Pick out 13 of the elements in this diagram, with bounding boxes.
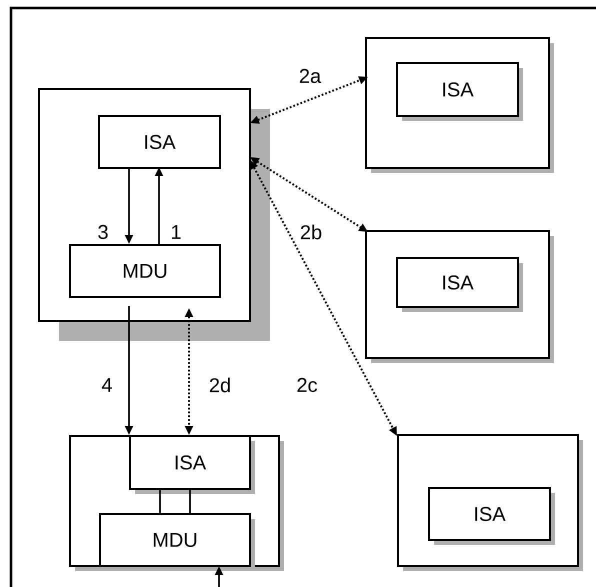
process-box: ISA [98, 115, 221, 169]
edge-label: 1 [169, 224, 183, 240]
process-box: ISA [396, 257, 523, 312]
edge-label: 2a [298, 68, 322, 84]
edge-label: 4 [100, 377, 114, 393]
edge-label: 2d [208, 376, 232, 394]
process-box: MDU [99, 513, 255, 571]
edge-label: 2b [298, 224, 324, 240]
process-box: ISA [428, 487, 555, 545]
process-box: ISA [396, 62, 523, 121]
process-box: ISA [129, 435, 255, 494]
process-box: MDU [69, 244, 221, 298]
edge-label: 2c [295, 376, 319, 394]
